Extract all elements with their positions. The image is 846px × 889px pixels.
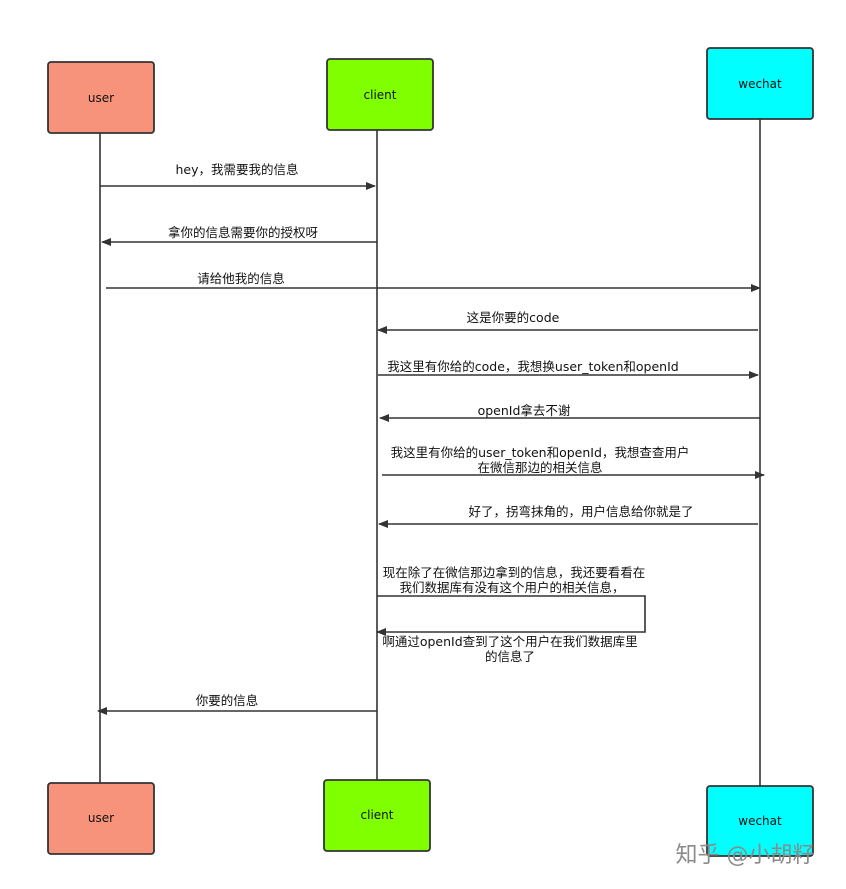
message-label: 拿你的信息需要你的授权呀 xyxy=(168,225,318,240)
message-label: 好了，拐弯抹角的，用户信息给你就是了 xyxy=(468,504,693,519)
message-label: hey，我需要我的信息 xyxy=(175,162,298,177)
message-give-him-my-info[interactable]: 请给他我的信息 xyxy=(106,271,761,292)
message-label: 这是你要的code xyxy=(467,310,560,325)
participant-box xyxy=(706,785,814,857)
participant-wechat-bottom[interactable]: wechat xyxy=(706,785,814,857)
message-user-info-returned[interactable]: 好了，拐弯抹角的，用户信息给你就是了 xyxy=(378,504,758,528)
participant-label: client xyxy=(364,88,397,102)
message-label: 我这里有你给的code，我想换user_token和openId xyxy=(387,359,678,374)
message-label: 我这里有你给的user_token和openId，我想查查用户 xyxy=(391,445,690,460)
message-label: 你要的信息 xyxy=(196,693,259,708)
participant-label: user xyxy=(88,811,114,825)
message-label: 我们数据库有没有这个用户的相关信息， xyxy=(399,580,624,595)
participant-label: wechat xyxy=(738,77,782,91)
participant-box xyxy=(47,782,155,855)
message-your-info[interactable]: 你要的信息 xyxy=(97,693,377,715)
participant-box xyxy=(47,61,155,134)
participant-box xyxy=(706,47,814,120)
participant-client-top[interactable]: client xyxy=(326,58,434,131)
participant-user-bottom[interactable]: user xyxy=(47,782,155,855)
message-label: 请给他我的信息 xyxy=(197,271,285,286)
self-call-arrow xyxy=(376,595,646,636)
watermark: 知乎 @小胡籽 xyxy=(676,843,815,868)
participant-label: client xyxy=(361,808,394,822)
message-label: 现在除了在微信那边拿到的信息，我还要看看在 xyxy=(383,565,646,580)
message-openid-take-it[interactable]: openId拿去不谢 xyxy=(379,403,760,422)
message-label: 啊通过openId查到了这个用户在我们数据库里 xyxy=(382,634,637,649)
message-need-authorization[interactable]: 拿你的信息需要你的授权呀 xyxy=(101,225,377,246)
participant-box xyxy=(326,58,434,131)
message-self-check-database[interactable]: 现在除了在微信那边拿到的信息，我还要看看在 我们数据库有没有这个用户的相关信息，… xyxy=(376,565,646,664)
message-query-user-info[interactable]: 我这里有你给的user_token和openId，我想查查用户 在微信那边的相关… xyxy=(382,445,765,479)
message-label: openId拿去不谢 xyxy=(478,403,571,418)
message-label: 在微信那边的相关信息 xyxy=(477,460,602,475)
message-here-is-code[interactable]: 这是你要的code xyxy=(377,310,758,334)
message-label: 的信息了 xyxy=(485,649,535,664)
participant-user-top[interactable]: user xyxy=(47,61,155,134)
message-hey-request-info[interactable]: hey，我需要我的信息 xyxy=(100,162,376,190)
participant-wechat-top[interactable]: wechat xyxy=(706,47,814,120)
participant-label: user xyxy=(88,91,114,105)
message-exchange-code-for-token[interactable]: 我这里有你给的code，我想换user_token和openId xyxy=(378,359,759,379)
participant-box xyxy=(323,779,431,852)
participant-label: wechat xyxy=(738,814,782,828)
participant-client-bottom[interactable]: client xyxy=(323,779,431,852)
